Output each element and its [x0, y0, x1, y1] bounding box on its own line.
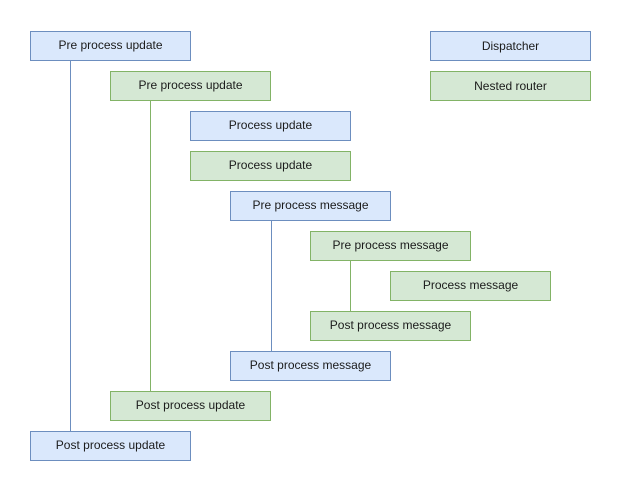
node-label: Post process message — [249, 358, 372, 373]
edge-router-pre-process-update-to-post-process-update — [150, 101, 151, 391]
node-label: Post process message — [329, 318, 452, 333]
edge-pre-process-message-to-post-process-message — [271, 221, 272, 351]
node-label: Pre process update — [58, 38, 163, 53]
node-pre-process-message-dispatcher[interactable]: Pre process message — [230, 191, 391, 221]
node-label: Post process update — [55, 438, 166, 453]
legend-label: Nested router — [474, 79, 547, 93]
node-label: Process update — [228, 118, 313, 133]
node-post-process-message-router[interactable]: Post process message — [310, 311, 471, 341]
legend-label: Dispatcher — [481, 39, 540, 53]
legend-item-dispatcher: Dispatcher — [430, 31, 591, 61]
node-pre-process-message-router[interactable]: Pre process message — [310, 231, 471, 261]
node-label: Post process update — [135, 398, 246, 413]
node-post-process-update-dispatcher[interactable]: Post process update — [30, 431, 191, 461]
node-process-update-router[interactable]: Process update — [190, 151, 351, 181]
node-post-process-message-dispatcher[interactable]: Post process message — [230, 351, 391, 381]
edge-pre-process-update-to-post-process-update — [70, 61, 71, 431]
node-label: Pre process message — [252, 198, 369, 213]
edge-router-pre-process-message-to-post-process-message — [350, 261, 351, 311]
node-label: Pre process update — [138, 78, 243, 93]
node-label: Process update — [228, 158, 313, 173]
legend-item-nested-router: Nested router — [430, 71, 591, 101]
node-process-message-router[interactable]: Process message — [390, 271, 551, 301]
node-post-process-update-router[interactable]: Post process update — [110, 391, 271, 421]
node-process-update-dispatcher[interactable]: Process update — [190, 111, 351, 141]
node-pre-process-update-dispatcher[interactable]: Pre process update — [30, 31, 191, 61]
node-label: Process message — [422, 278, 519, 293]
node-pre-process-update-router[interactable]: Pre process update — [110, 71, 271, 101]
node-label: Pre process message — [332, 238, 449, 253]
